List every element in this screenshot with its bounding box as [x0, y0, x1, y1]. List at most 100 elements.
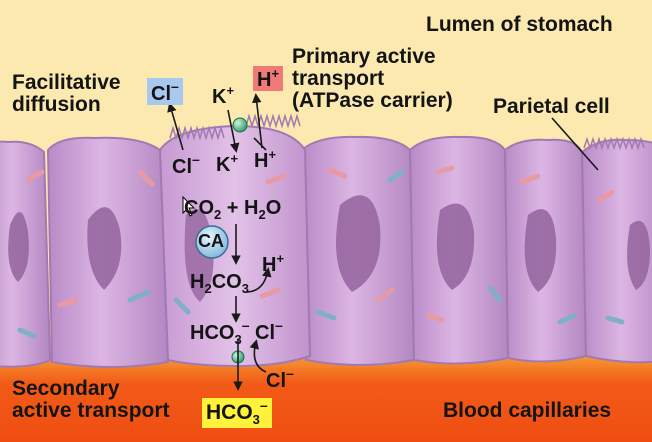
secondary-active-transport-label: Secondary active transport	[12, 377, 170, 423]
charge-plus: +	[271, 66, 280, 81]
co2-subscript: 2	[214, 207, 222, 222]
chloride-cell-symbol: Cl	[172, 156, 192, 178]
nucleus	[87, 207, 122, 290]
hydrogen-symbol: H	[262, 254, 277, 276]
plus-h-symbol: + H	[226, 197, 259, 219]
nucleus	[524, 209, 557, 292]
primary-line-2: transport	[292, 67, 385, 91]
organelle	[137, 169, 155, 187]
parietal-cell-body	[158, 124, 312, 368]
lumen-label: Lumen of stomach	[426, 13, 613, 36]
organelle	[487, 285, 503, 303]
hco3-cell-sub: 3	[234, 332, 242, 347]
ca-label: CA	[198, 231, 224, 251]
charge-plus: +	[276, 251, 285, 266]
nucleus	[8, 212, 29, 282]
hydrogen-lumen: H+	[253, 66, 284, 91]
potassium-cell: K+	[216, 152, 238, 175]
parietal-cell-label: Parietal cell	[493, 95, 610, 118]
co2-symbol: CO	[184, 197, 214, 219]
charge-plus: +	[226, 83, 235, 98]
potassium-cell-symbol: K	[216, 154, 231, 176]
arrow-cl-dash	[253, 137, 267, 151]
organelle	[425, 312, 445, 323]
carbonic-acid: H2CO3	[190, 272, 249, 295]
hydrogen-lumen-symbol: H	[257, 69, 272, 91]
organelle	[387, 169, 405, 183]
hydrogen-from-h2co3: H+	[262, 252, 284, 275]
microvilli-left	[169, 125, 225, 141]
h2o-subscript: 2	[258, 207, 266, 222]
organelle	[315, 309, 337, 321]
primary-active-transport-label: Primary active transport (ATPase carrier…	[292, 45, 453, 113]
h2co3-co: CO	[211, 271, 242, 293]
organelle	[57, 297, 79, 308]
organelle	[597, 189, 615, 203]
arrow-cl-out	[167, 102, 184, 151]
hco3-blood-sub: 3	[252, 412, 260, 427]
hco3-cell-symbol: HCO	[190, 322, 235, 344]
h2o-oxygen: O	[265, 197, 282, 219]
arrow-cl-in	[249, 339, 267, 373]
chloride-lumen: Cl–	[147, 78, 183, 105]
charge-minus: –	[241, 317, 250, 333]
co2-h2o-reaction: CO2 + H2O	[184, 198, 281, 221]
blood-capillaries-label: Blood capillaries	[443, 399, 612, 422]
primary-line-3: (ATPase carrier)	[292, 89, 453, 113]
chloride-lumen-symbol: Cl	[151, 83, 171, 105]
organelle	[265, 173, 287, 185]
carbonic-anhydrase-circle	[195, 225, 229, 259]
h2co3-sub2: 3	[241, 281, 249, 296]
flow-arrows	[167, 93, 599, 391]
bicarbonate-chloride-exchange: HCO3– Cl–	[190, 318, 283, 346]
organelle	[519, 173, 541, 185]
organelles	[17, 165, 625, 339]
hco3-blood-symbol: HCO	[206, 401, 253, 424]
arrow-k-in	[227, 109, 240, 153]
organelle	[375, 287, 395, 303]
h2co3-sub1: 2	[204, 281, 212, 296]
organelle	[17, 327, 37, 339]
arrow-h-release	[245, 267, 272, 293]
bicarbonate-blood: HCO3–	[202, 398, 272, 428]
organelle	[259, 287, 281, 299]
nucleus	[436, 203, 475, 290]
primary-line-1: Primary active	[292, 45, 436, 68]
parietal-organelles	[173, 173, 287, 315]
organelle	[557, 313, 577, 325]
charge-minus: –	[259, 397, 268, 413]
organelle	[605, 315, 625, 325]
cell-nuclei	[8, 195, 650, 292]
nucleus	[627, 220, 650, 290]
chloride-blood: Cl–	[266, 366, 294, 391]
potassium-lumen: K+	[212, 84, 234, 107]
chloride-cell: Cl–	[172, 152, 200, 177]
secondary-line-1: Secondary	[12, 377, 120, 400]
mouse-cursor-icon	[182, 195, 196, 217]
organelle	[435, 165, 455, 175]
facilitative-line-1: Facilitative	[12, 71, 121, 94]
atpase-carrier-bead	[232, 117, 248, 133]
microvilli	[169, 113, 645, 151]
arrow-h-out	[252, 93, 263, 149]
organelle	[127, 289, 151, 303]
charge-minus: –	[192, 151, 200, 167]
cl-exchange-symbol: Cl	[255, 322, 276, 344]
nucleus	[336, 195, 381, 292]
charge-minus: –	[171, 78, 179, 94]
chloride-blood-symbol: Cl	[266, 370, 286, 392]
lumen-region	[0, 0, 652, 150]
secondary-line-2: active transport	[12, 399, 170, 423]
parietal-cell-pointer	[551, 117, 599, 171]
charge-plus: +	[230, 151, 239, 166]
organelle	[327, 167, 348, 179]
facilitative-line-2: diffusion	[12, 93, 101, 117]
charge-minus: –	[286, 365, 294, 381]
microvilli-right	[245, 113, 301, 129]
potassium-lumen-symbol: K	[212, 86, 227, 108]
hydrogen-cell-symbol: H	[254, 150, 269, 172]
organelle	[25, 169, 45, 183]
charge-minus: –	[275, 317, 283, 333]
